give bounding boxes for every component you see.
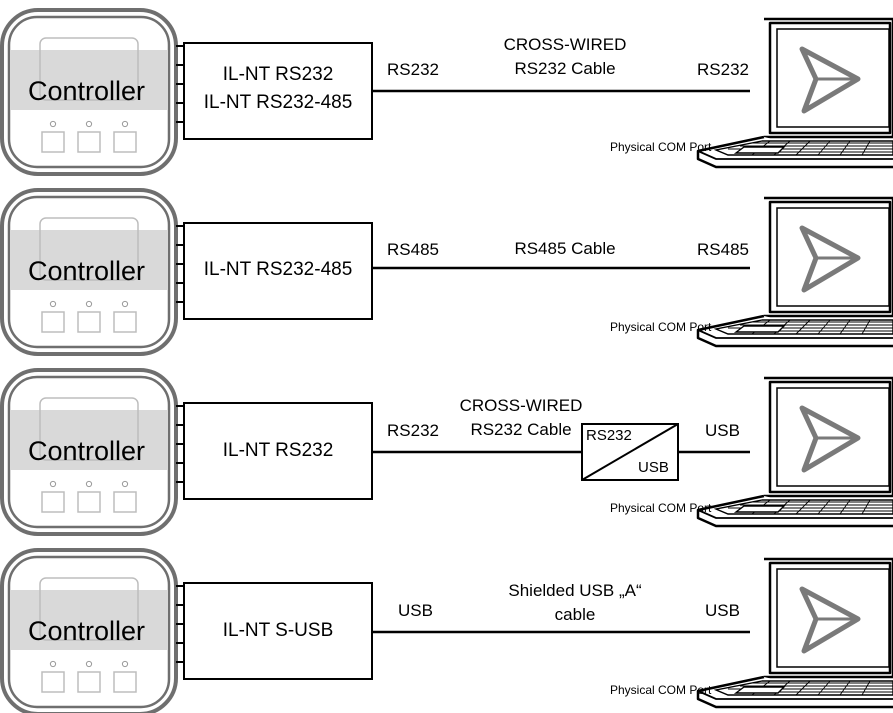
cable-label: RS485 Cable bbox=[514, 239, 616, 258]
module-label: IL-NT RS232 bbox=[222, 64, 334, 85]
left-port-label: RS232 bbox=[387, 60, 439, 79]
converter-bottom-label: USB bbox=[638, 459, 669, 476]
controller-label: Controller bbox=[28, 436, 146, 466]
right-port-label: RS485 bbox=[697, 240, 749, 259]
row-1 bbox=[0, 8, 893, 176]
module-label: IL-NT RS232 bbox=[222, 440, 334, 461]
laptop-icon bbox=[698, 19, 893, 167]
row-3 bbox=[0, 368, 893, 536]
left-port-label: RS232 bbox=[387, 421, 439, 440]
controller-label: Controller bbox=[28, 256, 146, 286]
module-box bbox=[183, 402, 373, 500]
cable-label: RS232 Cable bbox=[470, 420, 572, 439]
right-port-label: USB bbox=[705, 421, 740, 440]
cable-label: CROSS-WIRED bbox=[503, 35, 627, 54]
row-4 bbox=[0, 548, 893, 713]
laptop-icon bbox=[698, 198, 893, 346]
right-port-label: RS232 bbox=[697, 60, 749, 79]
module-label: IL-NT RS232-485 bbox=[203, 259, 353, 280]
cable-label: RS232 Cable bbox=[514, 59, 616, 78]
com-port-label: Physical COM Port bbox=[610, 140, 712, 154]
left-port-label: USB bbox=[398, 601, 433, 620]
converter-top-label: RS232 bbox=[586, 427, 632, 444]
cable-label: CROSS-WIRED bbox=[459, 396, 583, 415]
right-port-label: USB bbox=[705, 601, 740, 620]
left-port-label: RS485 bbox=[387, 240, 439, 259]
module-label: IL-NT S-USB bbox=[222, 620, 334, 641]
cable-label: cable bbox=[554, 605, 596, 624]
converter-diagonal bbox=[581, 423, 679, 481]
row-2 bbox=[0, 188, 893, 356]
module-box bbox=[183, 582, 373, 680]
com-port-label: Physical COM Port bbox=[610, 683, 712, 697]
cable-label: Shielded USB „A“ bbox=[508, 581, 642, 600]
controller-label: Controller bbox=[28, 616, 146, 646]
com-port-label: Physical COM Port bbox=[610, 501, 712, 515]
controller-label: Controller bbox=[28, 76, 146, 106]
module-box bbox=[183, 222, 373, 320]
module-box bbox=[183, 42, 373, 140]
com-port-label: Physical COM Port bbox=[610, 320, 712, 334]
module-label: IL-NT RS232-485 bbox=[203, 92, 353, 113]
